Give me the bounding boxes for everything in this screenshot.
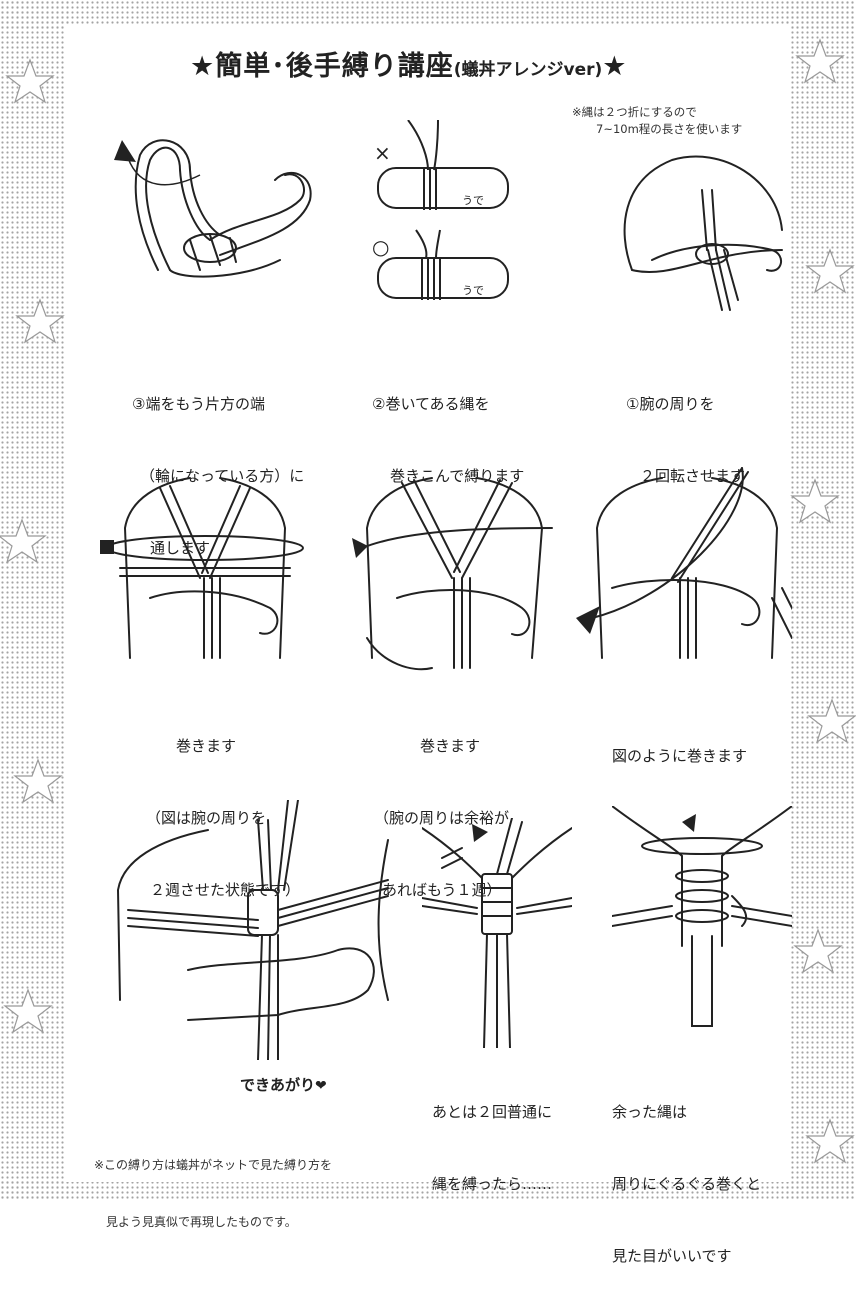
rope-end-icon — [100, 540, 114, 554]
title-end-star: ★ — [602, 51, 628, 82]
right-mark: ○ — [372, 235, 389, 259]
illustration-finished-tie — [108, 800, 398, 1060]
illustration-step3-loop — [114, 130, 330, 290]
step8-caption: 余った縄は 周りにぐるぐる巻くと 見た目がいいです — [612, 1103, 762, 1265]
arrow-right-icon — [352, 538, 368, 558]
step1-caption: ①腕の周りを ２回転させます — [626, 395, 746, 485]
illustration-step2-arms: × ○ うで うで — [372, 120, 528, 320]
step5-caption: 巻きます （腕の周りは余裕が あればもう１週） — [374, 737, 510, 899]
arrow-up-left-icon — [114, 140, 136, 162]
heart-icon: ❤ — [315, 1078, 327, 1094]
arm-label-top: うで — [462, 194, 484, 207]
illustration-step6-torso — [576, 458, 792, 678]
page-title: ★簡単･後手縛り講座(蟻丼アレンジver)★ — [190, 44, 627, 83]
arrow-down-left-icon — [576, 606, 600, 634]
arm-label-bottom: うで — [462, 284, 484, 297]
star-border-decoration — [0, 0, 856, 1200]
title-main: ★簡単･後手縛り講座 — [190, 51, 454, 82]
arrow-circle-icon — [682, 814, 696, 832]
illustration-step5-torso — [352, 468, 562, 678]
illustration-step4-torso — [100, 468, 310, 668]
disclaimer-note: ※この縛り方は蟻丼がネットで見た縛り方を 見よう見真似で再現したものです。 — [94, 1158, 333, 1229]
illustration-step7-knot — [422, 818, 572, 1048]
finished-label: できあがり❤ — [240, 1076, 327, 1094]
illustration-step8-wrap — [612, 806, 792, 1036]
illustration-step1-arm-wrap — [612, 150, 792, 340]
arrow-twist-icon — [472, 824, 488, 842]
step6-caption: 図のように巻きます — [612, 747, 748, 765]
step7-caption: あとは２回普通に 縄を縛ったら…… — [432, 1103, 553, 1193]
title-sub: (蟻丼アレンジver) — [453, 60, 603, 80]
wrong-mark: × — [374, 141, 391, 165]
rope-length-note: ※縄は２つ折にするので 7~10m程の長さを使います — [572, 105, 743, 136]
